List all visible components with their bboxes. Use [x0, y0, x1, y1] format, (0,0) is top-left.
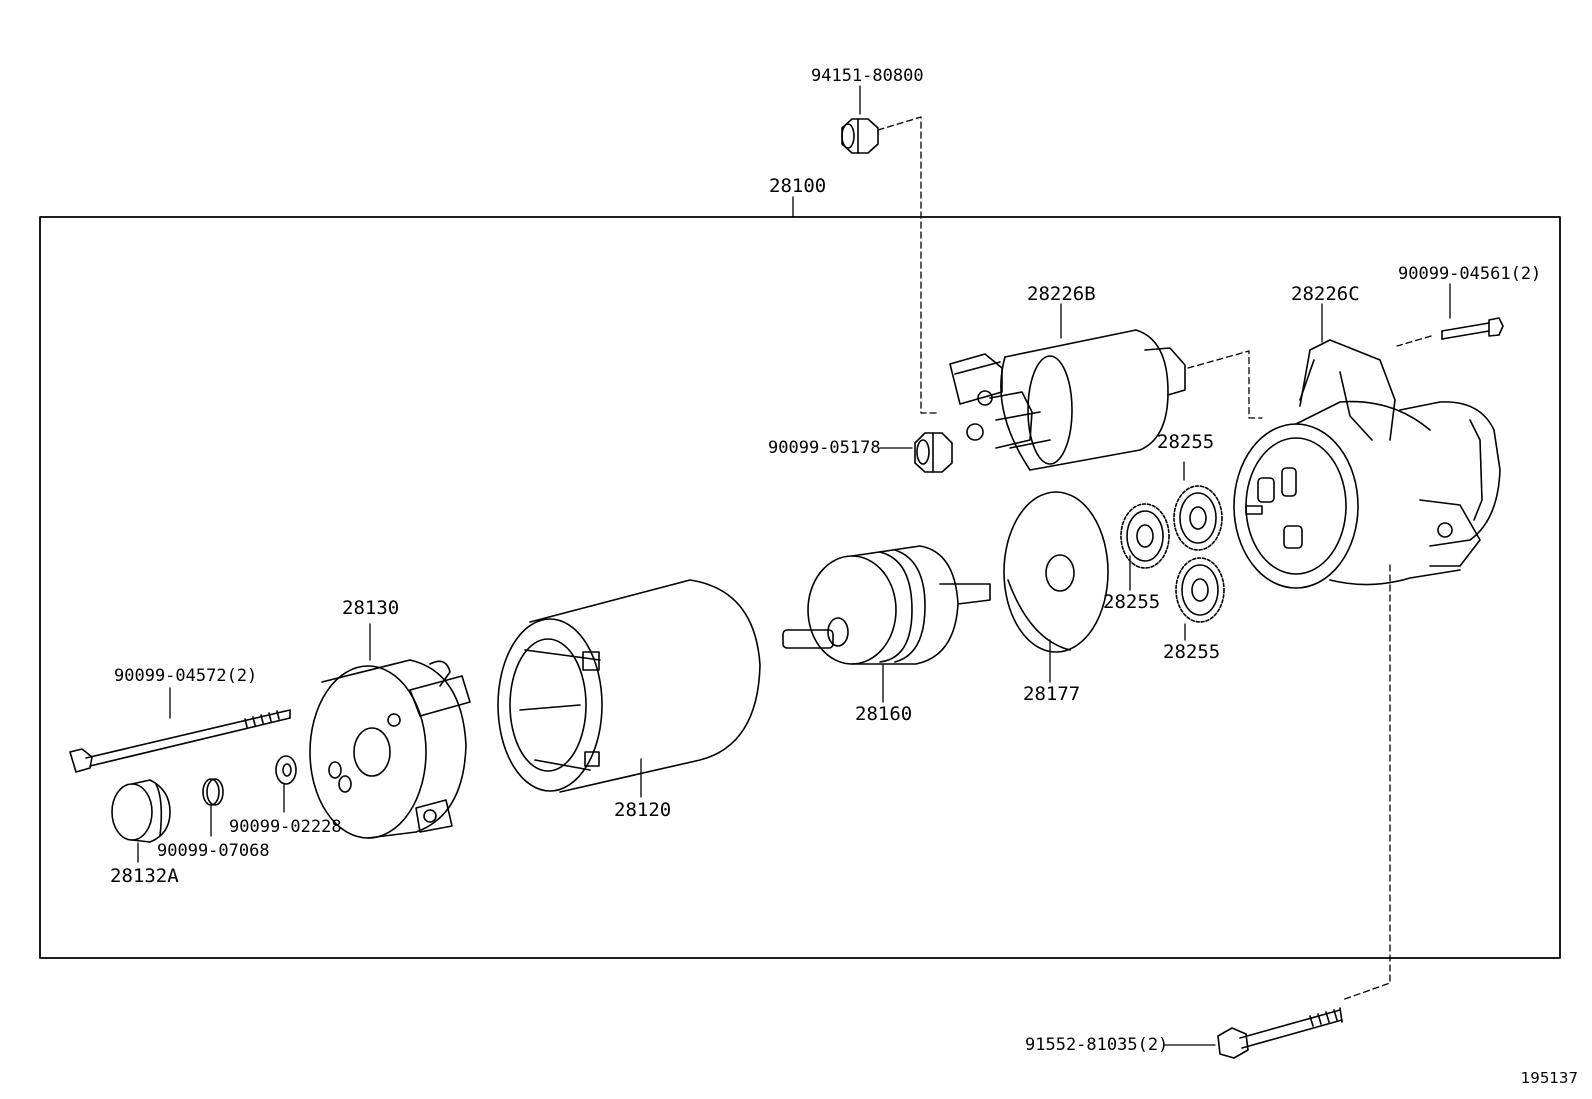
- diagram-id: 195137: [1520, 1069, 1578, 1087]
- leader-lines: [137, 85, 1451, 1046]
- label-gear-left: 28255: [1103, 591, 1161, 613]
- label-solenoid: 28226B: [1027, 283, 1096, 305]
- housing-drawing: [1233, 339, 1501, 589]
- cap-drawing: [111, 779, 171, 843]
- label-end-frame: 28130: [342, 597, 400, 619]
- label-gear-lower: 28255: [1163, 641, 1221, 663]
- plate-drawing: [1003, 491, 1109, 653]
- nut-top-drawing: [841, 118, 879, 154]
- label-nut-top: 94151-80800: [811, 66, 924, 86]
- washer-drawing: [275, 755, 297, 785]
- label-assembly: 28100: [769, 175, 827, 197]
- dashed-alignment-lines: [877, 116, 1432, 1001]
- label-clip: 90099-07068: [157, 841, 270, 861]
- label-cap: 28132A: [110, 865, 179, 887]
- label-nut-terminal: 90099-05178: [768, 438, 881, 458]
- end-frame-drawing: [309, 659, 471, 839]
- through-bolt-drawing: [69, 709, 291, 773]
- armature-drawing: [782, 545, 991, 665]
- label-yoke: 28120: [614, 799, 672, 821]
- label-armature: 28160: [855, 703, 913, 725]
- clip-drawing: [202, 778, 224, 806]
- screw-top-right-drawing: [1441, 317, 1504, 340]
- label-washer: 90099-02228: [229, 817, 342, 837]
- label-plate: 28177: [1023, 683, 1081, 705]
- label-through-bolt: 90099-04572(2): [114, 666, 258, 686]
- label-bolt-bottom: 91552-81035(2): [1025, 1035, 1169, 1055]
- nut-terminal-drawing: [914, 432, 953, 473]
- label-screw-top-right: 90099-04561(2): [1398, 264, 1542, 284]
- gear-upper-drawing: [1173, 485, 1223, 551]
- gear-lower-drawing: [1175, 557, 1225, 623]
- label-gear-upper: 28255: [1157, 431, 1215, 453]
- bolt-bottom-drawing: [1217, 1007, 1343, 1059]
- solenoid-drawing: [949, 329, 1186, 471]
- gear-left-drawing: [1120, 503, 1170, 569]
- assembly-frame: [39, 216, 1561, 959]
- yoke-drawing: [497, 579, 761, 793]
- label-housing: 28226C: [1291, 283, 1360, 305]
